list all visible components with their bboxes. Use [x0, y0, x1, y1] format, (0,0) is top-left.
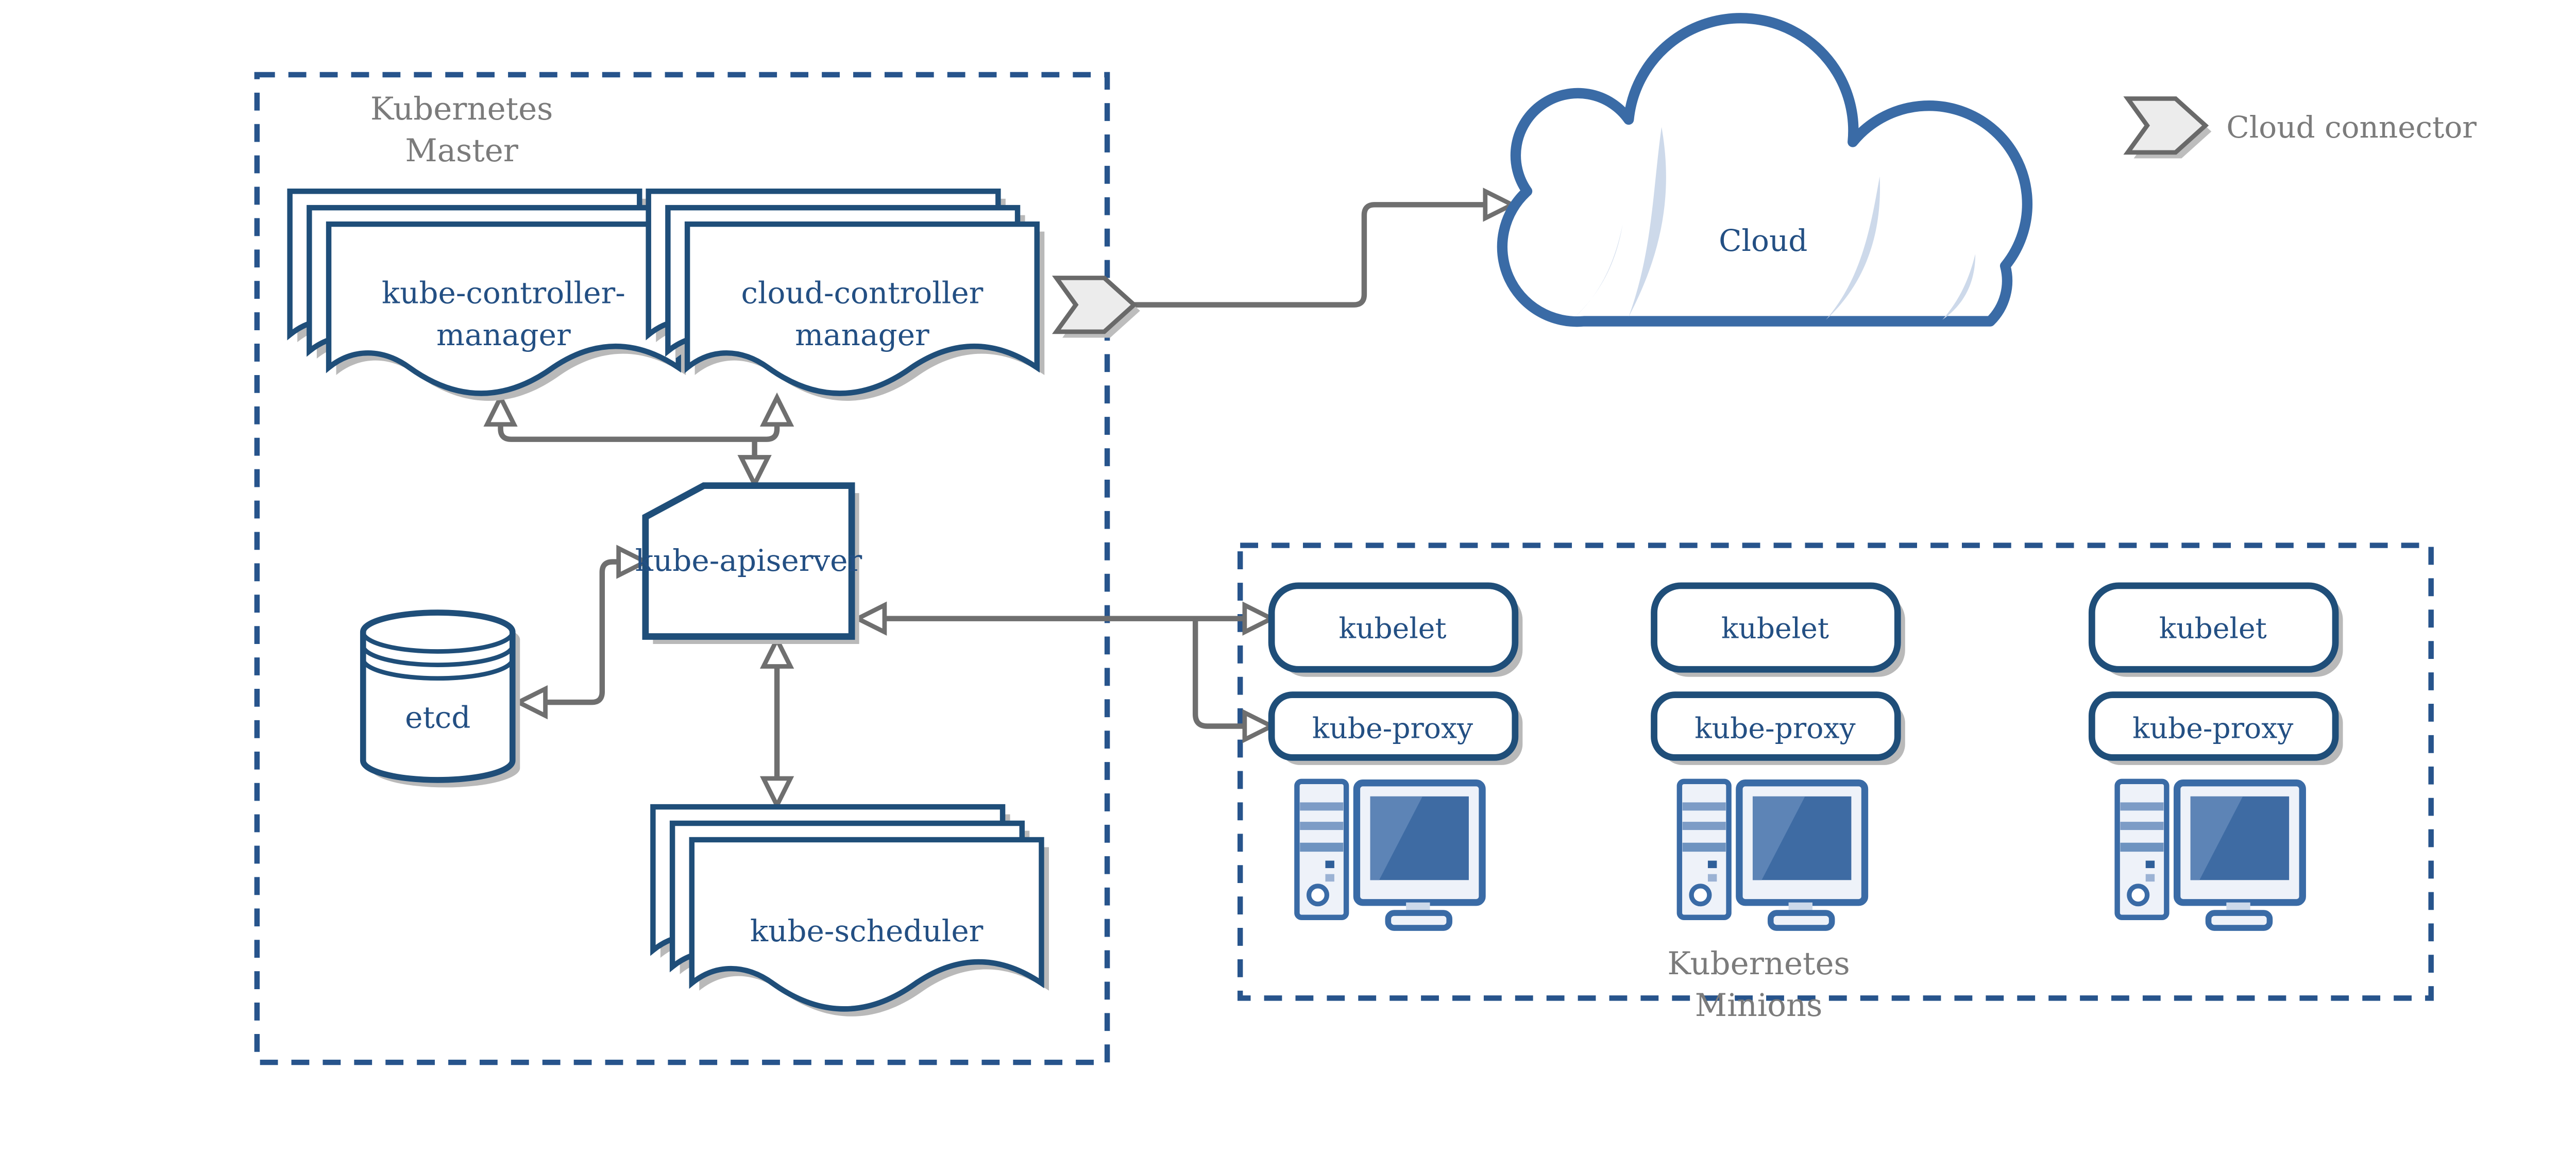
kube-apiserver-shape	[642, 482, 855, 640]
arrowhead-up-kube-controller-manager	[487, 397, 514, 424]
kubernetes-master-boundary	[254, 72, 1110, 1065]
kube-controller-manager-stack: kube-controller- manager	[290, 191, 686, 401]
arrowhead-up-cloud-controller-manager	[764, 397, 790, 424]
apiserver-etcd-line	[526, 559, 622, 705]
kubelet-box	[2088, 582, 2339, 673]
master-label-line1: Kubernetes	[370, 91, 553, 127]
minion-node-2: kubelet kube-proxy	[1651, 582, 1905, 931]
computer-icon	[1294, 778, 1486, 931]
kube-apiserver-box: kube-apiserver	[635, 482, 862, 644]
computer-icon	[1676, 778, 1869, 931]
apiserver-kubeproxy-line	[1192, 618, 1249, 729]
etcd-cylinder: etcd	[360, 609, 520, 788]
minions-label-line2: Minions	[1695, 987, 1823, 1024]
kubelet-box	[1268, 582, 1519, 673]
kube-controller-manager-label-line2: manager	[436, 317, 571, 352]
minions-label-line1: Kubernetes	[1667, 945, 1850, 982]
etcd-label: etcd	[405, 700, 470, 735]
arrowhead-right-kubelet	[1245, 605, 1272, 632]
cloud-connector-line	[1134, 202, 1493, 308]
kubelet-label: kubelet	[1721, 612, 1829, 645]
cloud-controller-manager-label-line1: cloud-controller	[741, 276, 983, 311]
arrowhead-right-kube-proxy	[1245, 713, 1272, 739]
arrowhead-left-etcd	[518, 689, 545, 716]
cloud-label: Cloud	[1719, 223, 1807, 258]
kubelet-label: kubelet	[2159, 612, 2267, 645]
kube-scheduler-label: kube-scheduler	[750, 913, 984, 948]
monitor-stand-icon	[1767, 910, 1835, 931]
kubernetes-architecture-diagram: Cloud kube-controller- manager cloud-con…	[254, 13, 2477, 1065]
computer-icon	[2114, 778, 2306, 931]
kube-proxy-label: kube-proxy	[1312, 712, 1473, 745]
cloud-controller-manager-label-line2: manager	[795, 317, 929, 352]
diagram-svg: Cloud kube-controller- manager cloud-con…	[254, 13, 2477, 1065]
legend-chevron-icon	[2128, 98, 2211, 158]
cloud-group: Cloud	[1497, 13, 2032, 327]
kube-scheduler-stack: kube-scheduler	[653, 807, 1049, 1016]
kubelet-label: kubelet	[1338, 612, 1446, 645]
kube-apiserver-label: kube-apiserver	[635, 543, 862, 578]
cloud-sliver-icon	[1826, 176, 1880, 320]
legend-cloud-connector-label: Cloud connector	[2226, 110, 2477, 145]
monitor-stand-icon	[1385, 910, 1453, 931]
connectors	[487, 191, 1512, 805]
cloud-sliver-icon	[1942, 254, 1976, 320]
kube-proxy-box	[2088, 691, 2339, 761]
controller-bus-line	[498, 412, 780, 442]
monitor-stand-icon	[2205, 910, 2273, 931]
cloud-controller-manager-stack: cloud-controller manager	[649, 191, 1045, 401]
kube-proxy-box	[1268, 691, 1519, 761]
kube-proxy-box	[1651, 691, 1901, 761]
kube-controller-manager-label-line1: kube-controller-	[382, 276, 625, 311]
cloud-connector-chevron-icon	[1056, 278, 1140, 337]
cloud-sliver-icon	[1629, 127, 1666, 317]
kube-proxy-label: kube-proxy	[1694, 712, 1855, 745]
cloud-icon	[1497, 13, 2032, 327]
kube-proxy-label: kube-proxy	[2132, 712, 2293, 745]
arrowhead-down-kube-scheduler	[764, 778, 790, 805]
minion-node-1: kubelet kube-proxy	[1268, 582, 1523, 931]
arrowhead-down-apiserver-top	[741, 457, 768, 484]
database-cylinder-icon	[360, 609, 516, 783]
minion-node-3: kubelet kube-proxy	[2088, 582, 2343, 931]
kubelet-box	[1651, 582, 1901, 673]
master-label-line2: Master	[405, 132, 518, 169]
kubernetes-minions-boundary	[1237, 542, 2434, 1001]
arrowhead-left-apiserver-right	[858, 605, 885, 632]
